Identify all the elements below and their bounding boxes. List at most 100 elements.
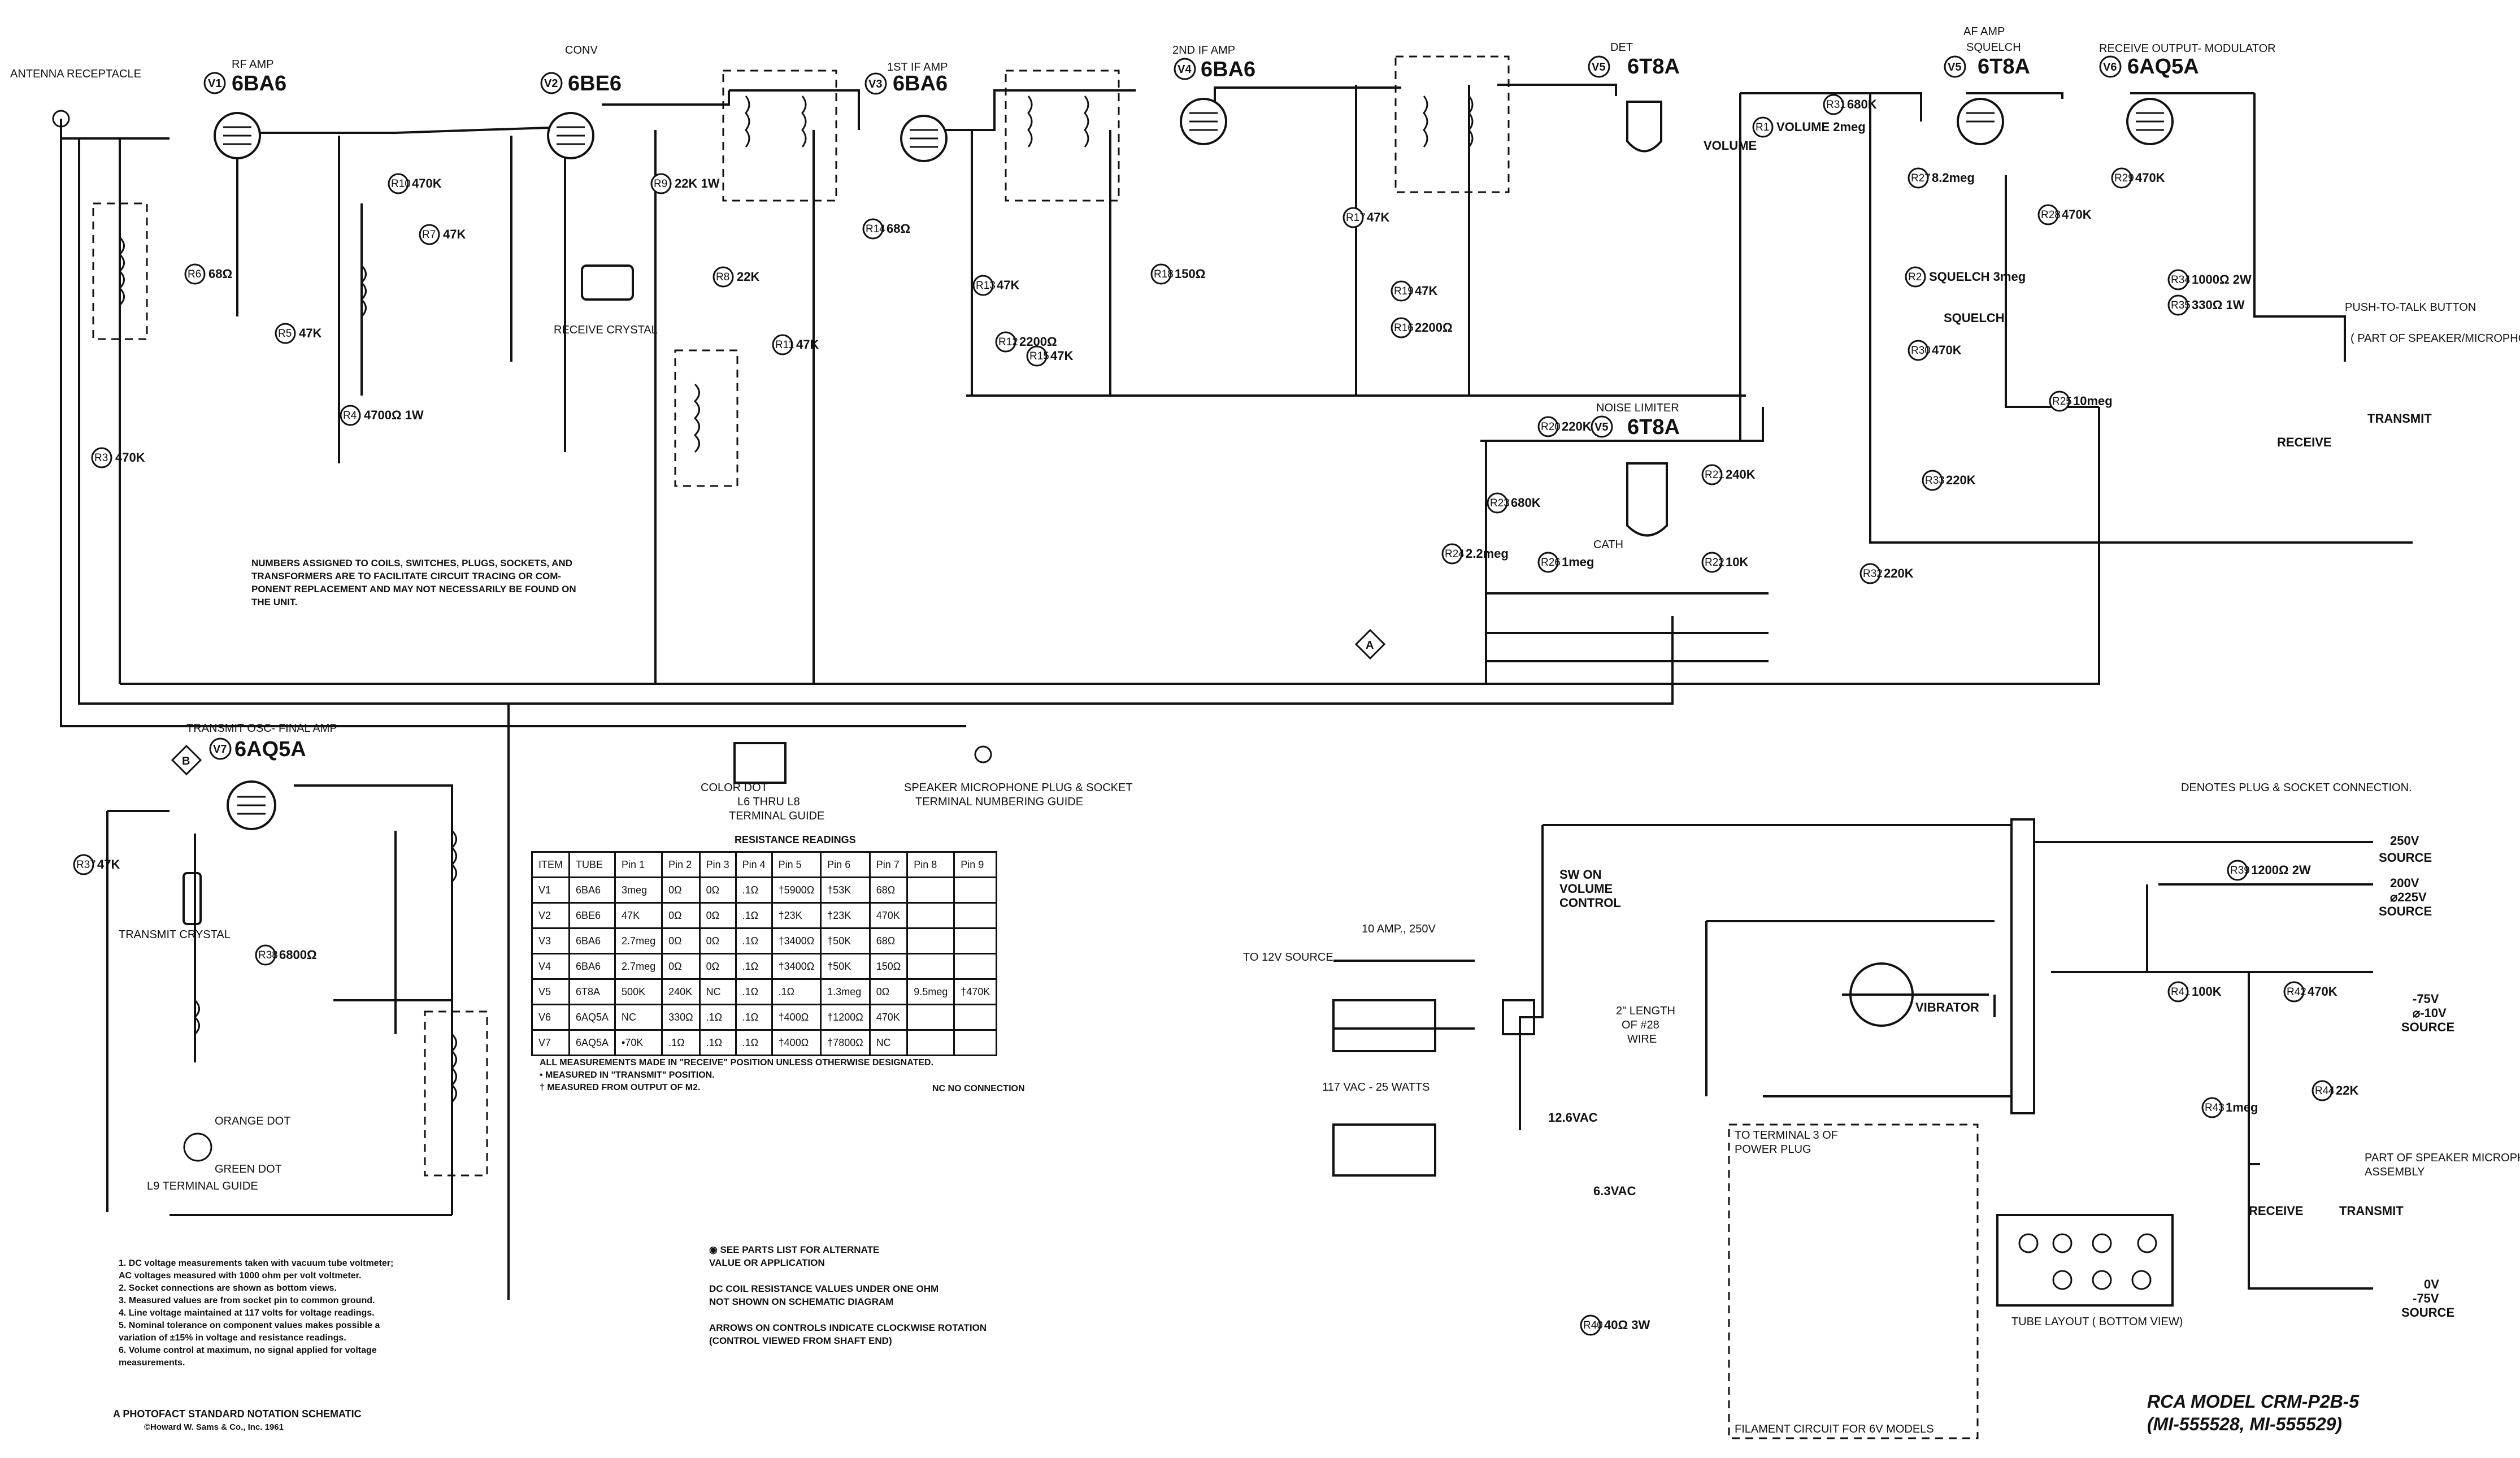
v4-type: 6BA6 (1201, 58, 1255, 81)
component-ref: R34 (2171, 274, 2191, 286)
if-transformers (92, 55, 1979, 1439)
component-ref: R2 (1908, 271, 1922, 283)
wire-label-3: WIRE (1627, 1033, 1657, 1045)
sw-on-label-3: CONTROL (1559, 896, 1621, 910)
table-cell: 47K (614, 902, 663, 929)
component-ref: R26 (1541, 557, 1561, 569)
component-ref: R33 (1925, 475, 1945, 487)
receive-crystal-label: RECEIVE CRYSTAL (554, 324, 658, 336)
table-cell: .1Ω (735, 953, 773, 980)
labels: RECEIVE CRYSTAL TRANSMIT CRYSTAL PUSH-TO… (119, 138, 2520, 1435)
component-value: 470K (2135, 171, 2165, 185)
v6-type: 6AQ5A (2127, 55, 2199, 79)
transmit-label-2: TRANSMIT (2339, 1204, 2404, 1218)
tl-v4 (2018, 1233, 2039, 1253)
component-ref: R44 (2315, 1085, 2335, 1097)
table-cell: 0Ω (698, 902, 737, 929)
src-200-source: SOURCE (2379, 904, 2432, 918)
table-cell: .1Ω (735, 902, 773, 929)
transmit-label: TRANSMIT (2367, 411, 2432, 426)
table-cell: 9.5meg (906, 978, 955, 1005)
tube-layout-box (1996, 1214, 2174, 1307)
component-value: 470K (412, 176, 442, 190)
wiring (60, 84, 2413, 1300)
table-cell: †400Ω (771, 1004, 822, 1031)
component-value: 47K (1367, 210, 1389, 224)
component-ref: R8 (716, 271, 729, 283)
src-200-label: 200V (2390, 876, 2419, 890)
component-value: 47K (796, 337, 819, 352)
table-cell (953, 927, 998, 954)
spk-guide-label-2: TERMINAL NUMBERING GUIDE (915, 796, 1083, 808)
component-ref: R21 (1705, 469, 1724, 481)
component-ref: R40 (1583, 1320, 1603, 1331)
table-cell: 0Ω (661, 953, 701, 980)
v5a-ref: V5 (1592, 61, 1605, 73)
resistance-header-cell: Pin 7 (868, 851, 909, 878)
table-cell: 470K (868, 902, 909, 929)
v1-role: RF AMP (232, 58, 273, 71)
table-cell: NC (614, 1004, 663, 1031)
v2-ref: V2 (544, 77, 558, 90)
transmit-crystal-symbol (183, 872, 202, 925)
component-ref: R15 (1029, 350, 1049, 362)
component-value: 220K (1562, 419, 1592, 433)
component-value: 150Ω (1175, 267, 1205, 281)
v5b-role: AF AMP (1963, 25, 2005, 38)
tl-v7 (2137, 1233, 2157, 1253)
table-cell: 1.3meg (820, 978, 871, 1005)
table-cell: NC (698, 978, 737, 1005)
l5-can (674, 349, 738, 487)
component-ref: R16 (1394, 322, 1414, 334)
resistance-header-cell: Pin 5 (771, 851, 822, 878)
resistance-header-cell: ITEM (531, 851, 570, 878)
component-value: VOLUME 2meg (1776, 120, 1866, 134)
tl-v1 (2131, 1270, 2152, 1290)
v5b-badge (1944, 55, 1966, 78)
component-ref: R42 (2287, 986, 2306, 998)
sw-on-label-1: SW ON (1559, 867, 1602, 882)
table-cell: .1Ω (661, 1029, 701, 1056)
component-value: 47K (1415, 284, 1437, 298)
table-cell: 0Ω (661, 927, 701, 954)
src-0v-neg75: -75V (2413, 1291, 2439, 1305)
table-cell: 500K (614, 978, 663, 1005)
v1-ref: V1 (208, 77, 221, 90)
l8-coil (1423, 96, 1428, 147)
table-cell: .1Ω (735, 876, 773, 904)
credit-line-2: ©Howard W. Sams & Co., Inc. 1961 (144, 1422, 284, 1432)
sw-on-label-2: VOLUME (1559, 882, 1613, 896)
component-value: 22K (737, 270, 759, 284)
component-ref: R12 (998, 336, 1018, 348)
node-b-diamond (171, 744, 202, 776)
v1-badge (203, 72, 226, 94)
tl-v5 (2052, 1233, 2073, 1253)
table-cell: †50K (820, 927, 871, 954)
l10-can (424, 1010, 488, 1177)
component-ref: R29 (2114, 172, 2134, 184)
power-plug-117v (1332, 1123, 1436, 1177)
tl-v6 (2092, 1233, 2112, 1253)
fil-circuit-label: FILAMENT CIRCUIT FOR 6V MODELS (1735, 1423, 1934, 1435)
model-title: RCA MODEL CRM-P2B-5 (MI-555528, MI-55552… (2147, 1390, 2359, 1435)
src-neg75-label: -75V (2413, 992, 2439, 1006)
component-value: 22K (2336, 1083, 2358, 1097)
component-ref: R7 (422, 229, 436, 241)
table-cell: .1Ω (735, 1029, 773, 1056)
table-cell: 6T8A (568, 978, 616, 1005)
v4-badge (1174, 58, 1196, 80)
